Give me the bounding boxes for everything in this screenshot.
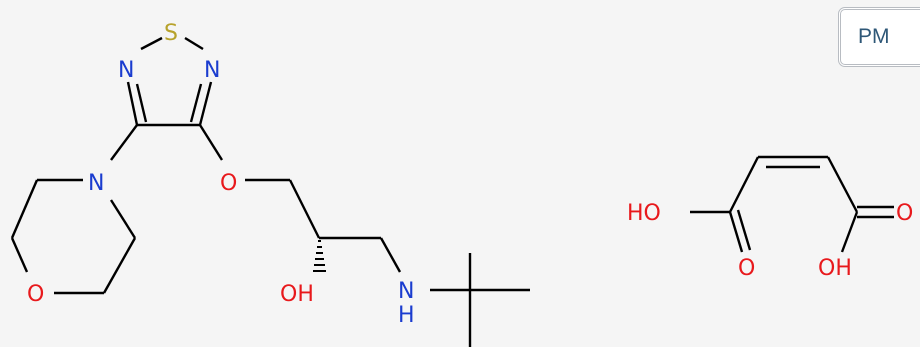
bond-n-left-c [126,81,139,126]
atom-ether-o: O [220,171,237,196]
bond-n-right-c [198,81,213,126]
pm-button[interactable]: PM [838,7,920,67]
bond-s-n-left [140,36,163,51]
atom-sulfur: S [164,21,178,46]
bond-n-left-c-inner [135,83,148,123]
stereo-hash-wedge [313,240,326,272]
bond-morph-2 [10,179,39,239]
atom-morpholine-o: O [27,282,44,307]
atom-ring-n-right: N [204,58,220,83]
atom-morpholine-n: N [88,171,104,196]
atom-ring-n-left: N [118,58,134,83]
bond-c-ether-o [198,124,224,161]
atom-amine-n: N [398,279,414,304]
bond-morph-6 [109,199,137,239]
bond-c-o-left [728,211,744,253]
bond-ch-c-right [826,156,859,213]
atom-maleic-oh: OH [818,256,852,281]
bond-ch2-chiral [288,179,321,239]
bond-ch2-n [379,237,402,273]
atom-maleic-ho: HO [627,201,661,226]
atom-maleic-o-right: O [896,201,913,226]
bond-morph-3 [10,237,29,273]
atom-hydroxyl: OH [280,282,314,307]
atom-maleic-o-left: O [738,256,755,281]
bond-c-oh-right [840,211,859,253]
bonds [10,36,894,347]
bond-n-right-c-inner [189,83,203,123]
bond-s-n-right [184,36,204,51]
bond-c-ch-left [728,156,760,213]
atom-amine-h: H [398,303,415,328]
bond-c-morpholine-n [110,124,138,161]
bond-c-o-left-double [736,209,752,251]
bond-morph-5 [102,237,137,294]
